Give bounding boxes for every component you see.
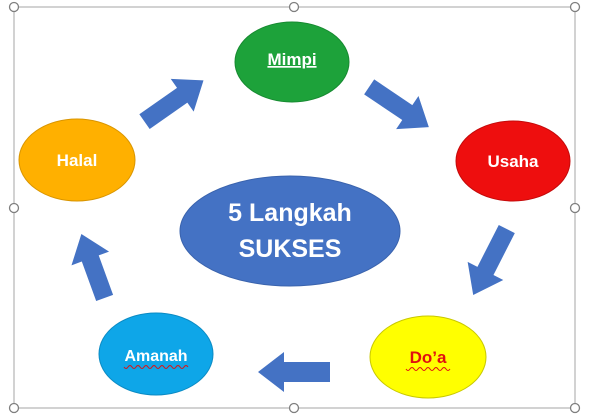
resize-handle-bottom-center[interactable] <box>288 402 300 414</box>
step-ellipse-doa <box>369 315 487 399</box>
step-label-doa: Do’a <box>410 348 447 367</box>
step-node-mimpi: Mimpi <box>234 21 350 103</box>
step-ellipse-mimpi <box>234 21 350 103</box>
arrow-usaha-to-doa <box>467 224 515 295</box>
step-ellipse-halal <box>18 118 136 202</box>
resize-handle-middle-right[interactable] <box>569 202 581 214</box>
step-label-halal: Halal <box>57 151 98 170</box>
step-node-amanah: Amanah <box>98 312 214 396</box>
step-node-halal: Halal <box>18 118 136 202</box>
arrow-amanah-to-halal <box>71 234 114 302</box>
resize-handles[interactable] <box>8 1 581 414</box>
step-node-doa: Do’a <box>369 315 487 399</box>
cycle-arrows <box>71 78 515 392</box>
resize-handle-top-left[interactable] <box>8 1 20 13</box>
center-title-line1: 5 Langkah <box>228 199 352 227</box>
step-node-usaha: Usaha <box>455 120 571 202</box>
resize-handle-bottom-right[interactable] <box>569 402 581 414</box>
resize-handle-bottom-left[interactable] <box>8 402 20 414</box>
step-label-mimpi: Mimpi <box>267 50 316 69</box>
step-ellipse-amanah <box>98 312 214 396</box>
resize-handle-middle-left[interactable] <box>8 202 20 214</box>
step-label-amanah: Amanah <box>124 348 187 365</box>
resize-handle-top-right[interactable] <box>569 1 581 13</box>
center-node: 5 Langkah SUKSES <box>179 175 401 287</box>
spellcheck-underline-doa <box>405 367 451 371</box>
arrow-doa-to-amanah <box>258 352 330 392</box>
center-ellipse <box>179 175 401 287</box>
step-label-usaha: Usaha <box>487 152 539 171</box>
center-title-line2: SUKSES <box>239 235 342 263</box>
resize-handle-top-center[interactable] <box>288 1 300 13</box>
arrow-halal-to-mimpi <box>139 78 204 130</box>
step-ellipse-usaha <box>455 120 571 202</box>
arrow-mimpi-to-usaha <box>364 79 429 130</box>
spellcheck-underline-amanah <box>123 365 189 369</box>
